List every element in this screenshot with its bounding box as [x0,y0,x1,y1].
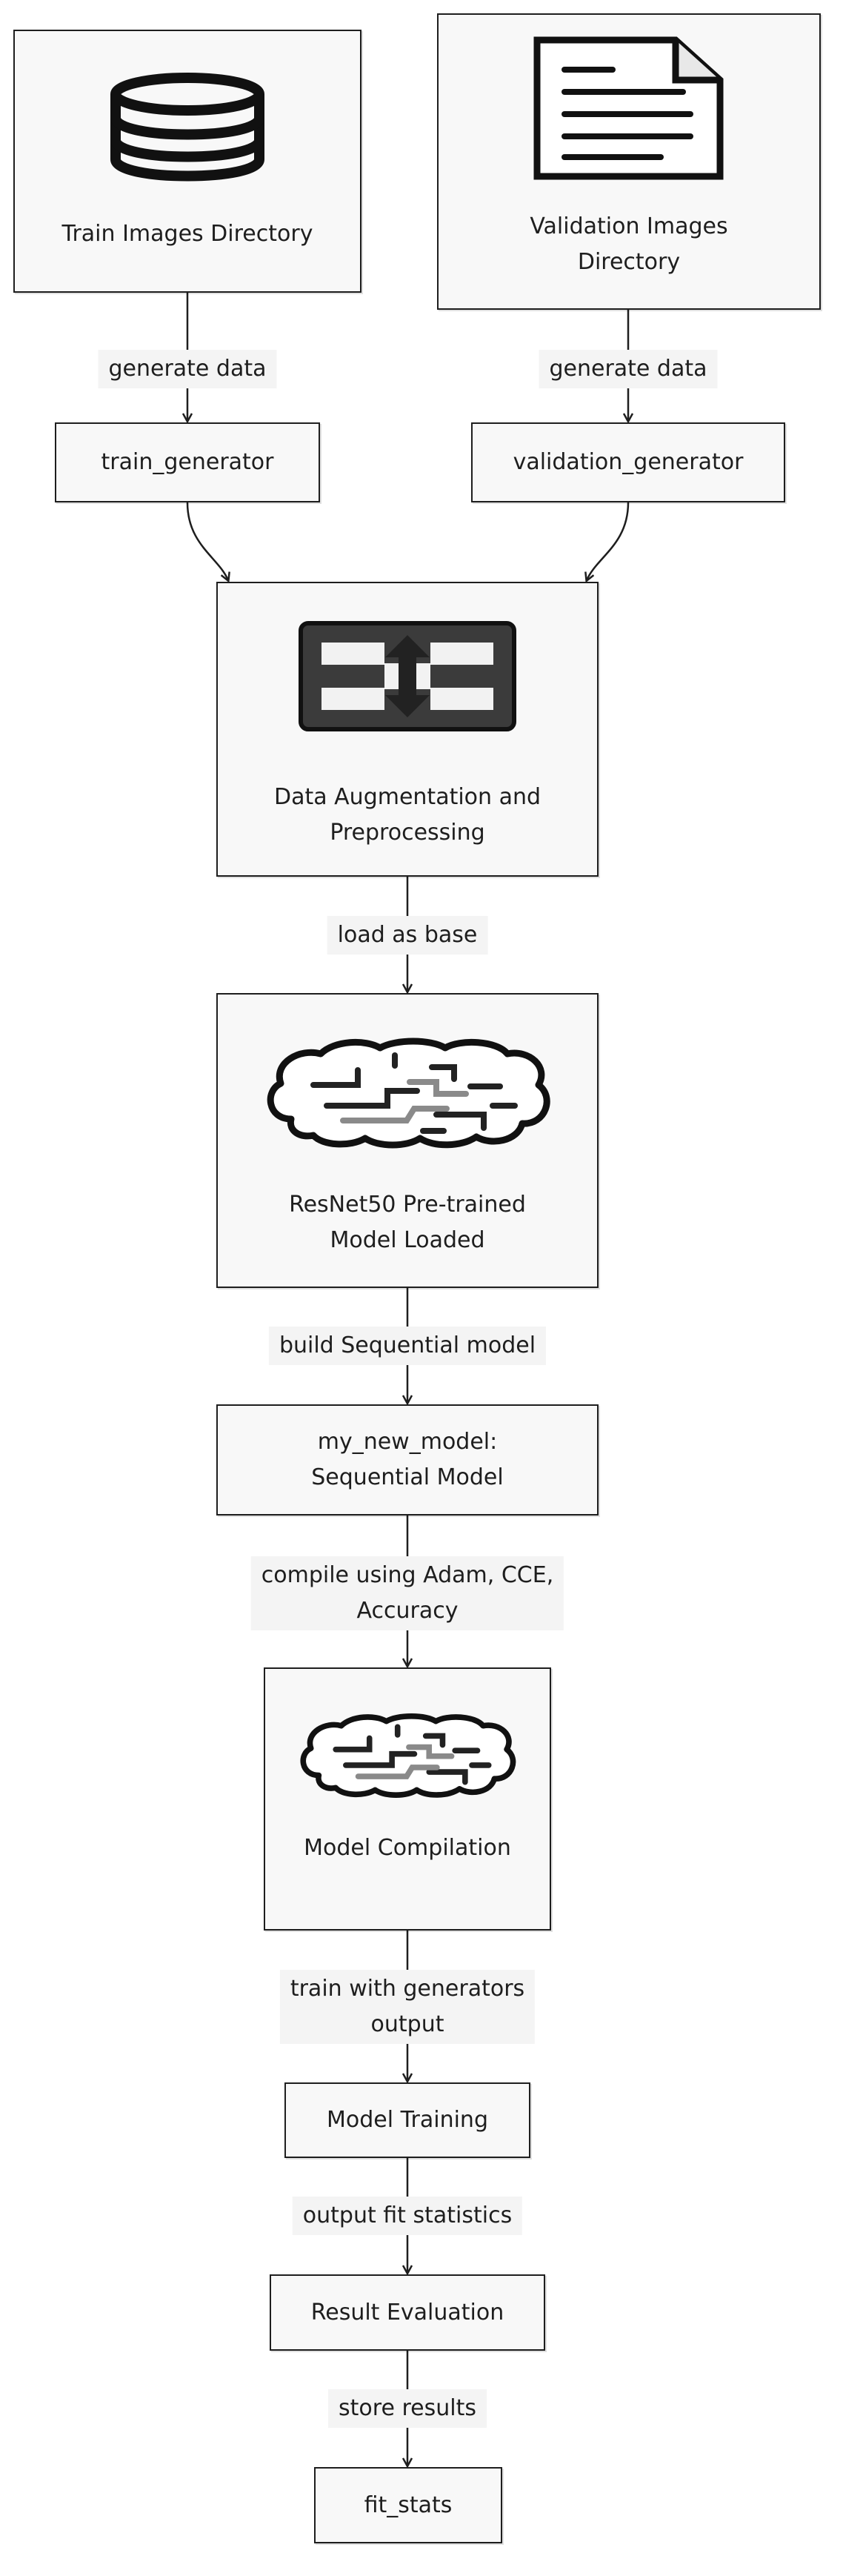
data-augmentation-label: Data Augmentation and Preprocessing [273,784,542,846]
arrow-val-gen-to-augment [587,502,630,580]
validation-generator-node[interactable]: validation_generator [471,422,785,502]
edge-label-build-sequential-model: build Sequential model [268,1327,547,1365]
database-icon [108,72,267,183]
model-compilation-node[interactable]: Model Compilation [264,1667,551,1931]
document-icon [531,34,727,182]
arrow-train-gen-to-augment [186,502,228,580]
resnet50-model-node[interactable]: ResNet50 Pre-trained Model Loaded [216,993,599,1288]
result-evaluation-node[interactable]: Result Evaluation [270,2274,545,2351]
train-generator-node[interactable]: train_generator [55,422,320,502]
edge-label-store-results: store results [328,2389,487,2428]
swap-vertical-icon [296,619,519,734]
model-training-node[interactable]: Model Training [284,2082,530,2158]
validation-generator-label: validation_generator [513,449,744,475]
sequential-model-node[interactable]: my_new_model: Sequential Model [216,1404,599,1516]
edge-label-generate-data-validation: generate data [539,350,718,388]
edge-label-load-as-base: load as base [327,916,488,955]
edge-label-generate-data-train: generate data [98,350,277,388]
edge-label-compile-using: compile using Adam, CCE, Accuracy [250,1556,564,1630]
sequential-model-label: my_new_model: Sequential Model [311,1429,504,1490]
fit-stats-label: fit_stats [364,2492,453,2518]
edge-label-output-fit-statistics: output fit statistics [292,2197,523,2235]
model-training-label: Model Training [327,2107,488,2133]
brain-icon [296,1712,519,1799]
edge-label-train-with-generators: train with generators output [279,1970,536,2044]
brain-icon [261,1038,554,1149]
train-images-directory-label: Train Images Directory [61,221,313,247]
train-images-directory-node[interactable]: Train Images Directory [13,30,361,293]
data-augmentation-node[interactable]: Data Augmentation and Preprocessing [216,582,599,877]
validation-images-directory-label: Validation Images Directory [530,213,728,275]
train-generator-label: train_generator [101,449,274,475]
result-evaluation-label: Result Evaluation [310,2299,504,2326]
resnet50-model-label: ResNet50 Pre-trained Model Loaded [289,1192,526,1253]
validation-images-directory-node[interactable]: Validation Images Directory [437,13,821,310]
model-compilation-label: Model Compilation [304,1835,511,1861]
fit-stats-node[interactable]: fit_stats [314,2467,502,2543]
